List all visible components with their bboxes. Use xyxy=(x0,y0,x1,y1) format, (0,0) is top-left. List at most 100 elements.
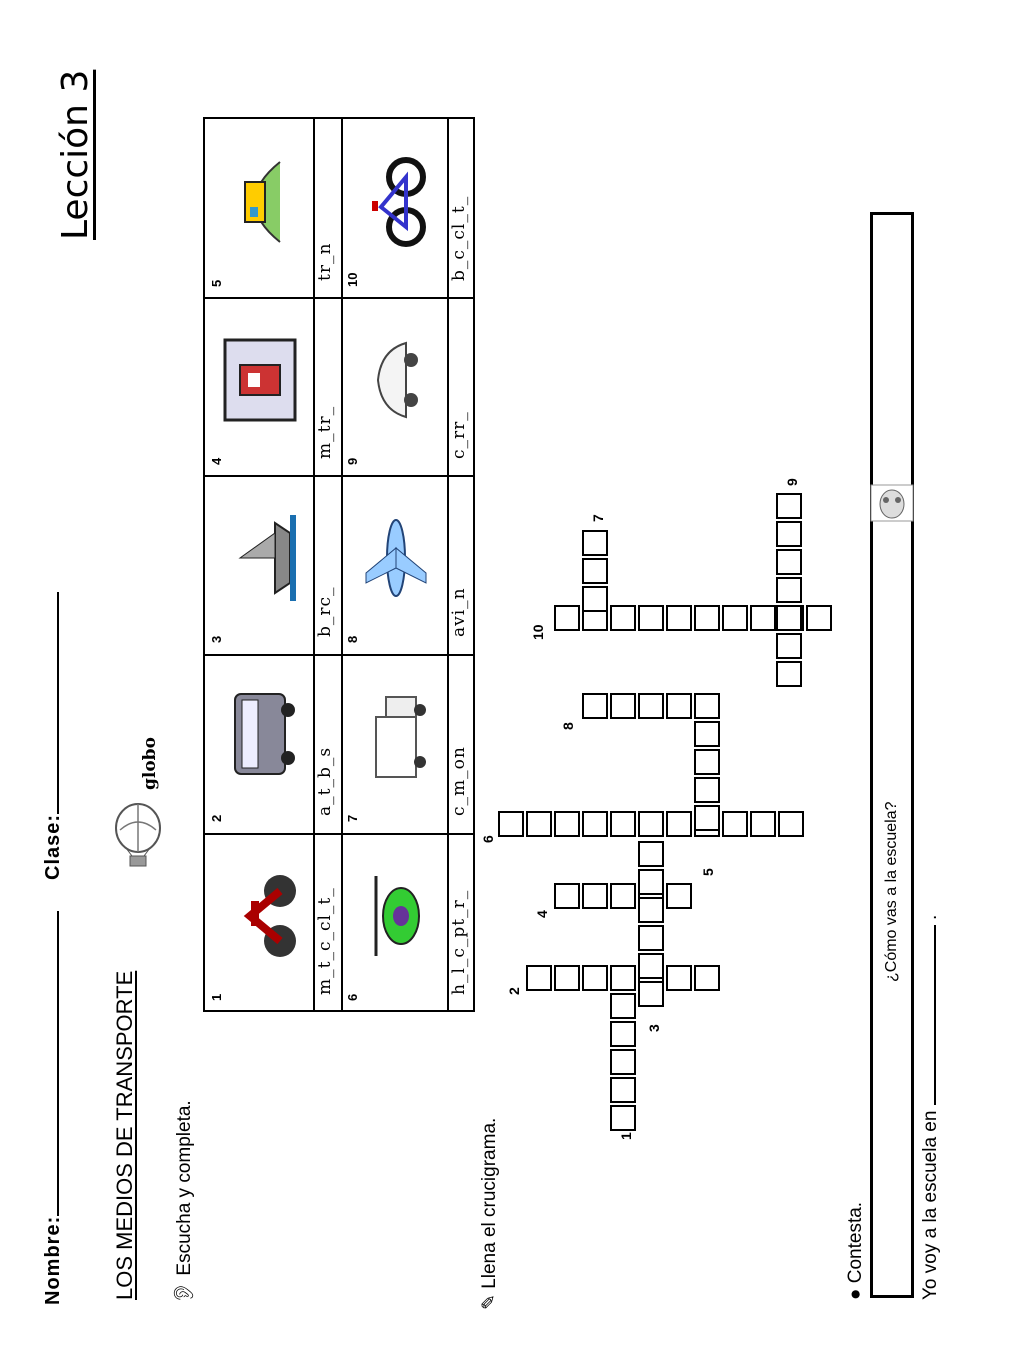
crossword-square[interactable] xyxy=(638,897,664,923)
crossword-square[interactable] xyxy=(582,558,608,584)
name-field[interactable]: Nombre: xyxy=(42,910,65,1305)
crossword-square[interactable] xyxy=(526,811,552,837)
answer-instruction: ● Contesta. xyxy=(845,1202,867,1300)
word-pattern: m_tr_ xyxy=(315,405,335,459)
crossword-square[interactable] xyxy=(722,811,748,837)
crossword-square[interactable] xyxy=(610,1105,636,1131)
crossword-square[interactable] xyxy=(610,993,636,1019)
crossword-square[interactable] xyxy=(722,605,748,631)
crossword-square[interactable] xyxy=(750,811,776,837)
crossword-square[interactable] xyxy=(610,605,636,631)
crossword-square[interactable] xyxy=(610,693,636,719)
crossword-square[interactable] xyxy=(776,633,802,659)
crossword-square[interactable] xyxy=(694,605,720,631)
item-number: 5 xyxy=(209,279,224,287)
crossword-square[interactable] xyxy=(776,493,802,519)
item-number: 10 xyxy=(345,272,360,287)
crossword-square[interactable] xyxy=(666,883,692,909)
clue-number: 4 xyxy=(534,910,550,918)
crossword-square[interactable] xyxy=(526,965,552,991)
crossword-square[interactable] xyxy=(750,605,776,631)
crossword-square[interactable] xyxy=(638,841,664,867)
clue-number: 8 xyxy=(560,722,576,730)
crossword-square[interactable] xyxy=(694,805,720,831)
word-pattern: tr_n xyxy=(315,242,335,281)
crossword-square[interactable] xyxy=(776,577,802,603)
word-pattern: b_c_cl_t_ xyxy=(449,195,469,281)
clue-number: 2 xyxy=(506,987,522,995)
crossword-square[interactable] xyxy=(776,549,802,575)
crossword-square[interactable] xyxy=(638,869,664,895)
clue-number: 3 xyxy=(646,1024,662,1032)
crossword-square[interactable] xyxy=(806,605,832,631)
crossword-square[interactable] xyxy=(694,721,720,747)
boat-icon xyxy=(238,515,296,601)
helicopter-icon xyxy=(374,876,420,956)
clue-number: 1 xyxy=(618,1132,634,1140)
crossword-square[interactable] xyxy=(694,749,720,775)
truck-icon xyxy=(375,696,426,778)
crossword-square[interactable] xyxy=(610,1077,636,1103)
answer-blank[interactable] xyxy=(934,925,936,1106)
crossword-square[interactable] xyxy=(776,605,802,631)
word-pattern: c_m_on xyxy=(449,746,469,816)
crossword-square[interactable] xyxy=(694,693,720,719)
crossword-square[interactable] xyxy=(610,811,636,837)
crossword-instruction: ✎ Llena el crucigrama. xyxy=(478,1118,501,1310)
crossword-square[interactable] xyxy=(554,811,580,837)
sentence-start: Yo voy a la escuela en xyxy=(920,1110,941,1300)
crossword-square[interactable] xyxy=(582,811,608,837)
airplane-icon xyxy=(365,519,427,597)
question-box xyxy=(870,212,914,1298)
class-field[interactable]: Clase: xyxy=(42,591,65,880)
crossword-square[interactable] xyxy=(666,605,692,631)
crossword-square[interactable] xyxy=(582,693,608,719)
crossword-square[interactable] xyxy=(638,925,664,951)
answer-sentence[interactable]: Yo voy a la escuela en . xyxy=(920,915,942,1300)
crossword-square[interactable] xyxy=(554,965,580,991)
crossword-square[interactable] xyxy=(554,605,580,631)
car-icon xyxy=(376,341,418,419)
train-icon xyxy=(244,161,281,243)
crossword-square[interactable] xyxy=(582,530,608,556)
word-pattern: m_t_c_cl_t_ xyxy=(315,887,335,995)
crossword-square[interactable] xyxy=(582,965,608,991)
crossword-square[interactable] xyxy=(610,1021,636,1047)
listen-instruction: 👂︎ Escucha y completa. xyxy=(172,1100,196,1305)
owl-icon xyxy=(870,484,914,522)
crossword-square[interactable] xyxy=(778,811,804,837)
item-number: 6 xyxy=(345,993,360,1001)
crossword-square[interactable] xyxy=(638,953,664,979)
crossword-square[interactable] xyxy=(776,521,802,547)
crossword-square[interactable] xyxy=(498,811,524,837)
crossword-square[interactable] xyxy=(694,965,720,991)
crossword-square[interactable] xyxy=(666,965,692,991)
bicycle-icon xyxy=(372,157,426,247)
crossword-square[interactable] xyxy=(582,883,608,909)
clue-number: 5 xyxy=(700,868,716,876)
clue-number: 6 xyxy=(480,835,496,843)
crossword-square[interactable] xyxy=(582,586,608,612)
crossword-square[interactable] xyxy=(610,965,636,991)
crossword-square[interactable] xyxy=(776,661,802,687)
crossword-square[interactable] xyxy=(638,981,664,1007)
crossword-square[interactable] xyxy=(638,605,664,631)
bus-icon xyxy=(234,693,295,775)
crossword-square[interactable] xyxy=(666,693,692,719)
crossword-square[interactable] xyxy=(694,777,720,803)
item-number: 9 xyxy=(345,457,360,465)
word-pattern: h_l_c_pt_r_ xyxy=(449,889,469,995)
pencil-icon: ✎ xyxy=(479,1294,500,1310)
crossword-square[interactable] xyxy=(610,883,636,909)
lesson-title: Lección 3 xyxy=(55,69,96,240)
listen-text: Escucha y completa. xyxy=(174,1100,195,1276)
crossword-square[interactable] xyxy=(638,811,664,837)
class-label: Clase: xyxy=(42,813,64,880)
crossword-square[interactable] xyxy=(638,693,664,719)
crossword-text: Llena el crucigrama. xyxy=(479,1117,500,1289)
crossword-square[interactable] xyxy=(610,1049,636,1075)
balloon-icon xyxy=(115,803,161,867)
crossword-square[interactable] xyxy=(666,811,692,837)
crossword-square[interactable] xyxy=(554,883,580,909)
